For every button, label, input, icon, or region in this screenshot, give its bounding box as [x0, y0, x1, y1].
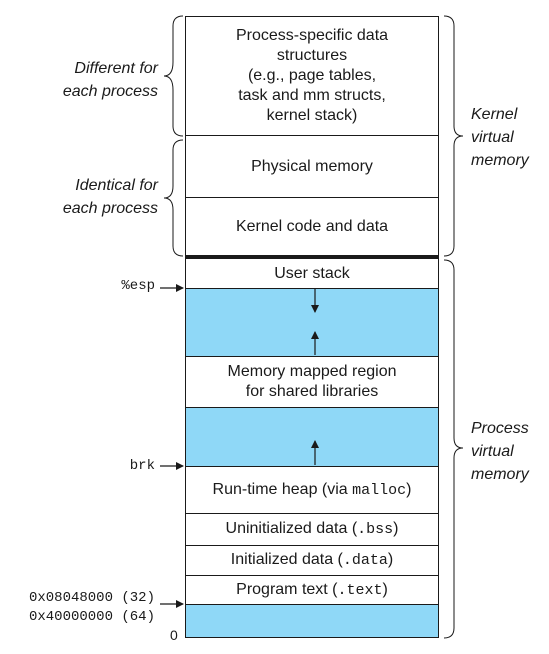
address-32-label: 0x08048000 (32): [28, 590, 155, 606]
kernel-code-label: Kernel code and data: [235, 217, 389, 235]
heap-label-suffix: ): [406, 480, 412, 498]
physical-memory-label: Physical memory: [251, 157, 373, 175]
user-stack-label: User stack: [274, 264, 350, 282]
process-specific-line-5: kernel stack): [266, 107, 358, 124]
bss-segment: Uninitialized data (.bss): [185, 513, 439, 546]
mmap-line-2: for shared libraries: [245, 383, 379, 400]
mmap-segment: Memory mapped region for shared librarie…: [185, 356, 439, 408]
process-specific-line-3: (e.g., page tables,: [247, 67, 377, 84]
brace-kernel-virtual: [443, 15, 464, 257]
mmap-line-1: Memory mapped region: [227, 363, 397, 380]
brk-label: brk: [129, 458, 155, 474]
process-specific-line-1: Process-specific data: [235, 27, 389, 44]
process-specific-line-2: structures: [276, 47, 348, 64]
kernel-virtual-memory-label: Kernel virtual memory: [471, 106, 529, 169]
heap-gap-region: [185, 407, 439, 467]
process-virtual-memory-label: Process virtual memory: [471, 420, 529, 483]
process-specific-segment: Process-specific data structures (e.g., …: [185, 16, 439, 136]
data-label: Initialized data (.data): [231, 550, 393, 571]
bss-label-code: .bss: [357, 521, 394, 538]
bottom-unused-region: [185, 604, 439, 638]
heap-label: Run-time heap (via malloc): [213, 480, 412, 501]
bss-label: Uninitialized data (.bss): [226, 519, 399, 540]
brace-process-virtual: [443, 259, 464, 639]
data-label-prefix: Initialized data (: [230, 551, 343, 568]
heap-label-code: malloc: [352, 481, 407, 499]
process-specific-line-4: task and mm structs,: [238, 87, 386, 104]
bss-label-suffix: ): [393, 520, 399, 537]
data-label-code: .data: [342, 552, 388, 569]
address-zero-label: 0: [170, 627, 178, 643]
kernel-user-divider: [185, 255, 439, 259]
bss-label-prefix: Uninitialized data (: [225, 520, 358, 537]
esp-label: %esp: [121, 278, 155, 294]
identical-for-each-process-label: Identical for each process: [62, 177, 158, 217]
data-label-suffix: ): [387, 551, 394, 568]
text-label-prefix: Program text (: [236, 580, 338, 598]
address-64-label: 0x40000000 (64): [28, 609, 155, 625]
text-label-code: .text: [337, 581, 383, 599]
brace-identical: [163, 139, 184, 257]
text-label-suffix: ): [382, 580, 388, 598]
text-label: Program text (.text): [236, 580, 388, 601]
heap-label-prefix: Run-time heap (via: [212, 480, 353, 498]
brace-different: [163, 15, 184, 137]
different-for-each-process-label: Different for each process: [62, 60, 158, 100]
